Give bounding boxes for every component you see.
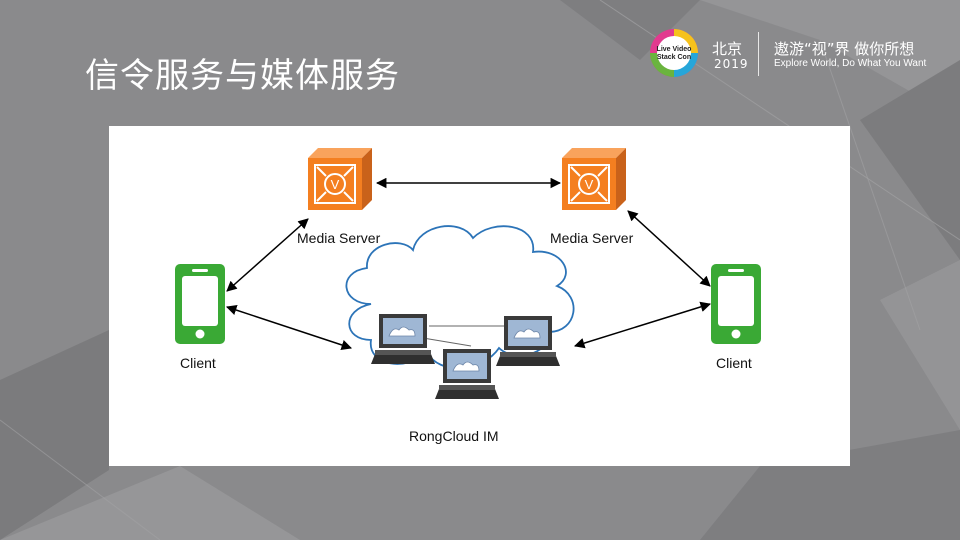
right-client-cloud-arrow — [573, 301, 712, 349]
logo-year: 2019 — [714, 57, 749, 71]
slogan-english: Explore World, Do What You Want — [774, 58, 927, 69]
media-server-left-label: Media Server — [297, 230, 381, 246]
client-right-label: Client — [716, 355, 752, 371]
logo-divider — [758, 32, 759, 76]
event-logo-badge: Live Video Stack Con — [650, 29, 698, 77]
right-server-client-arrow — [627, 210, 711, 287]
architecture-diagram: V — [175, 147, 761, 400]
client-left-label: Client — [180, 355, 216, 371]
desktop-computer-icon — [434, 348, 500, 400]
client-left-phone-icon — [175, 264, 225, 344]
logo-city: 北京 — [712, 40, 743, 58]
logo-badge-line2: Stack Con — [657, 54, 691, 61]
rongcloud-im-label: RongCloud IM — [409, 428, 499, 444]
desktop-computer-icon — [370, 313, 436, 365]
client-right-phone-icon — [711, 264, 761, 344]
desktop-computer-icon — [495, 315, 561, 367]
left-server-client-arrow — [226, 218, 309, 292]
left-client-cloud-arrow — [226, 304, 352, 351]
slide-title: 信令服务与媒体服务 — [85, 56, 400, 96]
media-server-left-icon — [307, 147, 373, 211]
logo-badge-line1: Live Video — [657, 46, 692, 53]
media-server-right-label: Media Server — [550, 230, 634, 246]
diagram-panel: V — [109, 126, 850, 466]
media-server-right-icon — [561, 147, 627, 211]
slogan-chinese: 遨游“视”界 做你所想 — [774, 40, 915, 58]
